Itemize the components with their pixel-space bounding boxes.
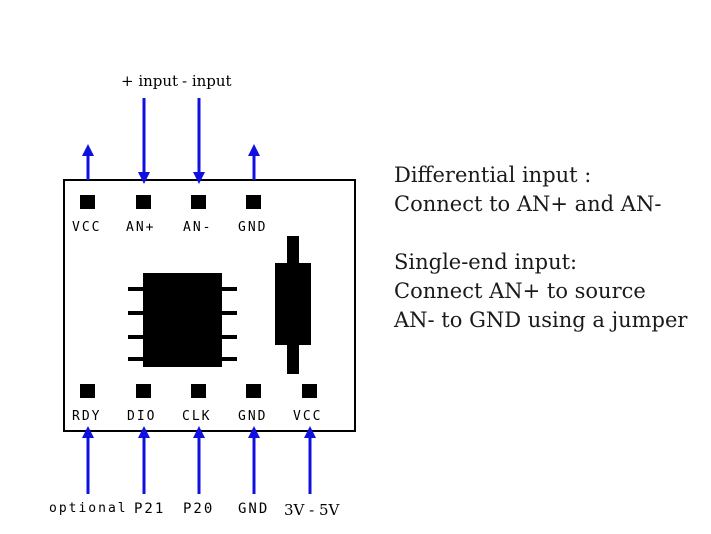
pad-clk — [191, 384, 206, 398]
note-single-line2: AN- to GND using a jumper — [394, 308, 688, 332]
connection-label-optional: optional — [49, 501, 128, 516]
pad-vcc-bottom — [302, 384, 317, 398]
pin-label-vcc-top: VCC — [72, 220, 102, 235]
pin-label-rdy: RDY — [72, 409, 102, 424]
pad-rdy — [80, 384, 95, 398]
pin-label-gnd-top: GND — [238, 220, 268, 235]
plus-input-label: + input — [121, 72, 179, 90]
pad-vcc-top — [80, 195, 95, 209]
connection-label-gnd: GND — [238, 501, 270, 517]
pin-label-an-minus: AN- — [183, 220, 213, 235]
pin-label-clk: CLK — [182, 409, 212, 424]
pad-dio — [136, 384, 151, 398]
pin-label-gnd-bottom: GND — [238, 409, 268, 424]
pin-label-an-plus: AN+ — [126, 220, 156, 235]
note-single-title: Single-end input: — [394, 250, 578, 274]
pad-gnd-top — [246, 195, 261, 209]
pad-an-minus — [191, 195, 206, 209]
pin-label-dio: DIO — [127, 409, 157, 424]
connection-label-voltage: 3V - 5V — [284, 501, 340, 519]
connection-label-p20: P20 — [183, 501, 215, 517]
pin-label-vcc-bottom: VCC — [293, 409, 323, 424]
note-differential-title: Differential input : — [394, 163, 592, 187]
pad-an-plus — [136, 195, 151, 209]
note-single-line1: Connect AN+ to source — [394, 279, 646, 303]
vertical-component — [275, 236, 311, 374]
ic-chip — [128, 273, 237, 367]
minus-input-label: - input — [182, 72, 232, 90]
note-differential-body: Connect to AN+ and AN- — [394, 192, 662, 216]
connection-label-p21: P21 — [134, 501, 166, 517]
pad-gnd-bottom — [246, 384, 261, 398]
